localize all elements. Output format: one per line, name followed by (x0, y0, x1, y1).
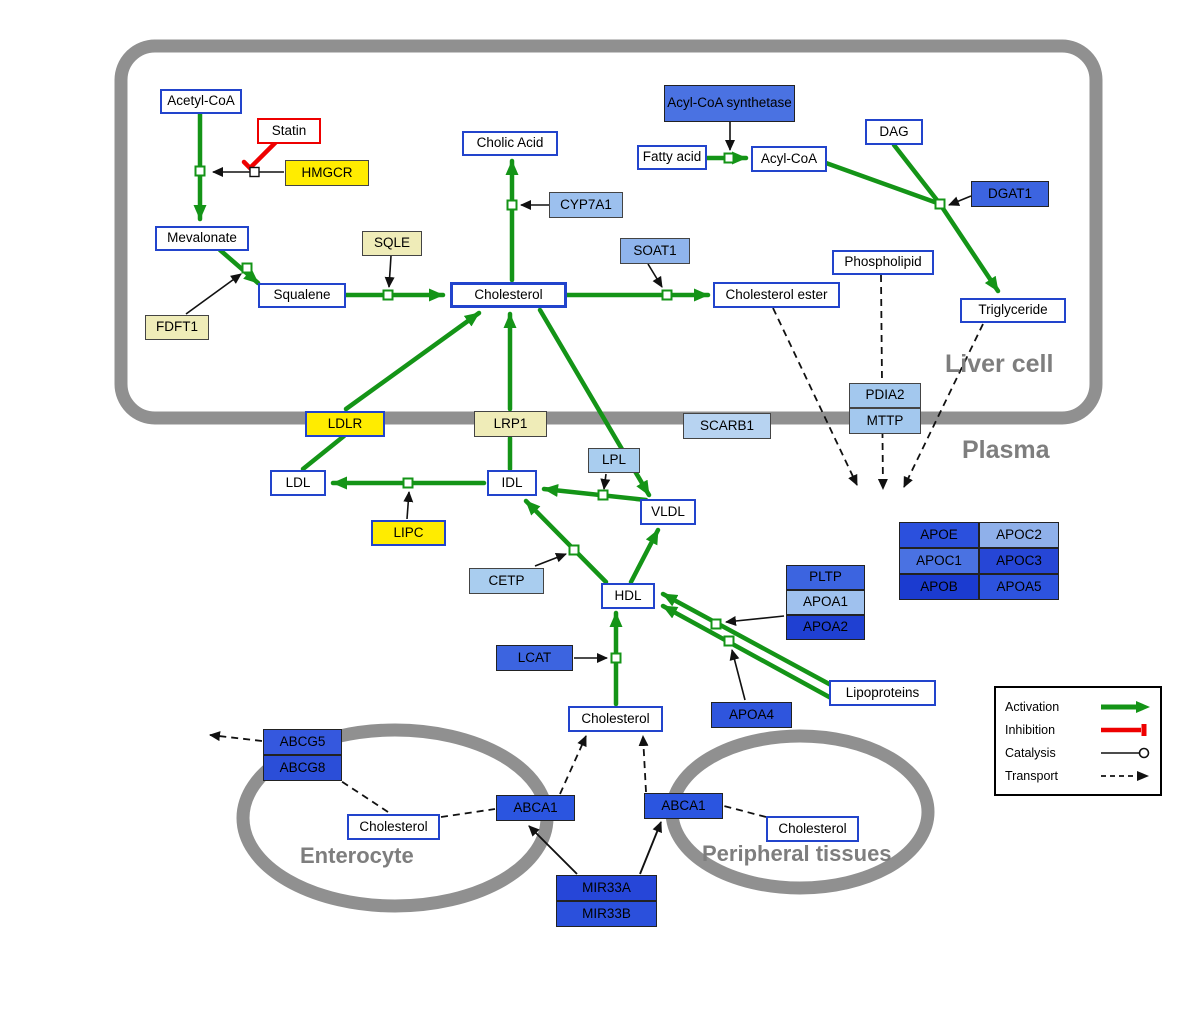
plasma-label: Plasma (962, 436, 1050, 464)
node-mevalonate[interactable]: Mevalonate (155, 226, 249, 251)
node-cholesterol-ester[interactable]: Cholesterol ester (713, 282, 840, 308)
node-squalene[interactable]: Squalene (258, 283, 346, 308)
node-apoe[interactable]: APOE (899, 522, 979, 548)
node-vldl[interactable]: VLDL (640, 499, 696, 525)
node-fdft1[interactable]: FDFT1 (145, 315, 209, 340)
node-sqle[interactable]: SQLE (362, 231, 422, 256)
legend-activation-label: Activation (1005, 699, 1060, 714)
node-lrp1[interactable]: LRP1 (474, 411, 547, 437)
legend-inhibition-label: Inhibition (1005, 722, 1056, 737)
node-apoa1[interactable]: APOA1 (786, 590, 865, 615)
node-apoc2[interactable]: APOC2 (979, 522, 1059, 548)
node-apoc3[interactable]: APOC3 (979, 548, 1059, 574)
node-cetp[interactable]: CETP (469, 568, 544, 594)
catalysis-edges (185, 122, 972, 875)
reaction-nodes (194, 152, 946, 664)
legend: Activation Inhibition Catalysis Transpor… (994, 686, 1162, 796)
node-idl[interactable]: IDL (487, 470, 537, 496)
node-fatty-acid[interactable]: Fatty acid (637, 145, 707, 170)
enterocyte-label: Enterocyte (300, 843, 414, 868)
node-apoa4[interactable]: APOA4 (711, 702, 792, 728)
node-ldlr[interactable]: LDLR (305, 411, 385, 437)
transport-arrow-icon (1101, 770, 1149, 781)
node-cholesterol-peripheral[interactable]: Cholesterol (766, 816, 859, 842)
legend-item-activation: Activation (1005, 695, 1151, 718)
peripheral-tissues-label: Peripheral tissues (702, 841, 892, 866)
node-mttp[interactable]: MTTP (849, 408, 921, 434)
node-apoa5[interactable]: APOA5 (979, 574, 1059, 600)
node-acyl-coa[interactable]: Acyl-CoA (751, 146, 827, 172)
node-hdl[interactable]: HDL (601, 583, 655, 609)
node-phospholipid[interactable]: Phospholipid (832, 250, 934, 275)
node-cyp7a1[interactable]: CYP7A1 (549, 192, 623, 218)
legend-item-transport: Transport (1005, 764, 1151, 787)
inhibition-bar-icon (1101, 723, 1147, 736)
legend-transport-label: Transport (1005, 768, 1059, 783)
node-acyl-coa-synthetase[interactable]: Acyl-CoA synthetase (664, 85, 795, 122)
node-dgat1[interactable]: DGAT1 (971, 181, 1049, 207)
catalysis-circle-icon (1101, 747, 1150, 758)
node-apoc1[interactable]: APOC1 (899, 548, 979, 574)
node-lipoproteins[interactable]: Lipoproteins (829, 680, 936, 706)
legend-catalysis-label: Catalysis (1005, 745, 1056, 760)
node-lcat[interactable]: LCAT (496, 645, 573, 671)
node-lpl[interactable]: LPL (588, 448, 640, 473)
node-soat1[interactable]: SOAT1 (620, 238, 690, 264)
liver-cell-membrane (114, 39, 1103, 425)
node-scarb1[interactable]: SCARB1 (683, 413, 771, 439)
activation-arrow-icon (1101, 700, 1150, 713)
inhibition-edge (241, 139, 279, 177)
node-triglyceride[interactable]: Triglyceride (960, 298, 1066, 323)
node-cholesterol-enterocyte[interactable]: Cholesterol (347, 814, 440, 840)
node-pdia2[interactable]: PDIA2 (849, 383, 921, 408)
node-dag[interactable]: DAG (865, 119, 923, 145)
liver-cell-label: Liver cell (945, 350, 1054, 378)
node-apob[interactable]: APOB (899, 574, 979, 600)
node-cholesterol-plasma[interactable]: Cholesterol (568, 706, 663, 732)
node-hmgcr[interactable]: HMGCR (285, 160, 369, 186)
node-lipc[interactable]: LIPC (371, 520, 446, 546)
node-mir33b[interactable]: MIR33B (556, 901, 657, 927)
node-ldl[interactable]: LDL (270, 470, 326, 496)
node-apoa2[interactable]: APOA2 (786, 615, 865, 640)
node-pltp[interactable]: PLTP (786, 565, 865, 590)
node-mir33a[interactable]: MIR33A (556, 875, 657, 901)
node-cholesterol-liver[interactable]: Cholesterol (450, 282, 567, 308)
node-abca1-peripheral[interactable]: ABCA1 (644, 793, 723, 819)
node-cholic-acid[interactable]: Cholic Acid (462, 131, 558, 156)
node-acetyl-coa[interactable]: Acetyl-CoA (160, 89, 242, 114)
transport-edges (209, 274, 984, 818)
legend-item-inhibition: Inhibition (1005, 718, 1151, 741)
node-abcg8[interactable]: ABCG8 (263, 755, 342, 781)
node-abcg5[interactable]: ABCG5 (263, 729, 342, 755)
node-statin[interactable]: Statin (257, 118, 321, 144)
node-abca1-enterocyte[interactable]: ABCA1 (496, 795, 575, 821)
legend-item-catalysis: Catalysis (1005, 741, 1151, 764)
